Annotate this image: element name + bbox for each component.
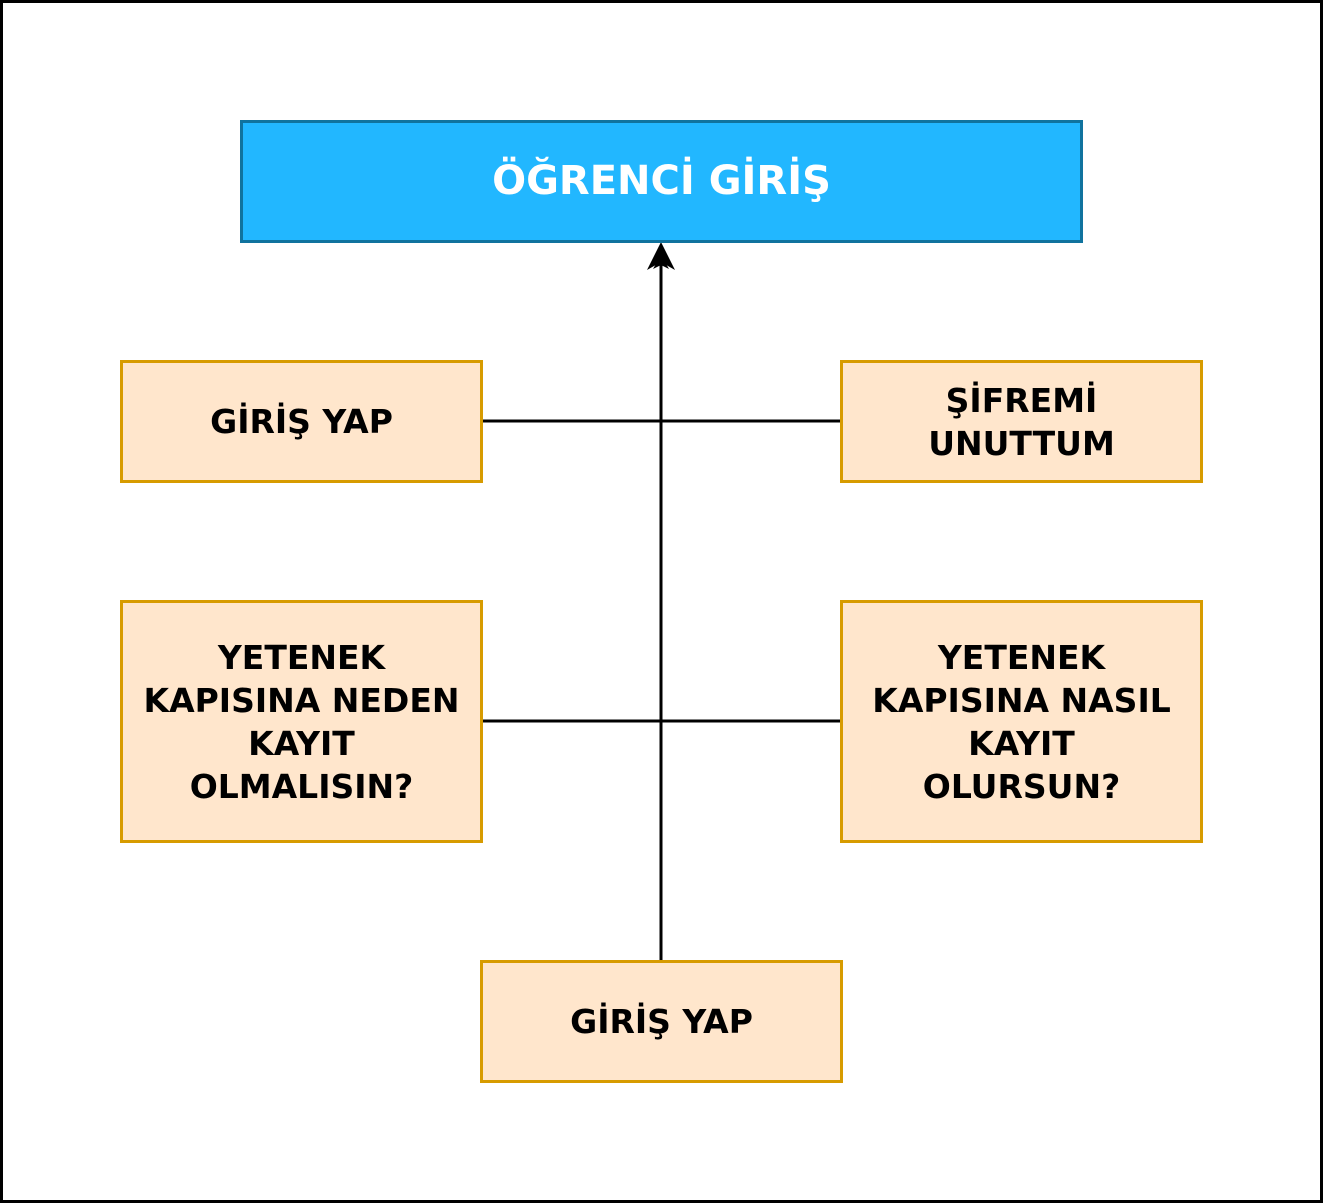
title-label: ÖĞRENCİ GİRİŞ xyxy=(492,158,831,204)
forgot-password-label: ŞİFREMİ UNUTTUM xyxy=(928,380,1115,463)
forgot-password-box: ŞİFREMİ UNUTTUM xyxy=(840,360,1203,483)
how-register-label: YETENEK KAPISINA NASIL KAYIT OLURSUN? xyxy=(872,637,1171,806)
why-register-box: YETENEK KAPISINA NEDEN KAYIT OLMALISIN? xyxy=(120,600,483,843)
how-register-box: YETENEK KAPISINA NASIL KAYIT OLURSUN? xyxy=(840,600,1203,843)
title-box: ÖĞRENCİ GİRİŞ xyxy=(240,120,1083,243)
login-label-bottom: GİRİŞ YAP xyxy=(570,1002,753,1041)
why-register-label: YETENEK KAPISINA NEDEN KAYIT OLMALISIN? xyxy=(143,637,460,806)
login-label-left: GİRİŞ YAP xyxy=(210,402,393,441)
login-box-left: GİRİŞ YAP xyxy=(120,360,483,483)
login-box-bottom: GİRİŞ YAP xyxy=(480,960,843,1083)
arrowhead-icon xyxy=(647,242,675,270)
